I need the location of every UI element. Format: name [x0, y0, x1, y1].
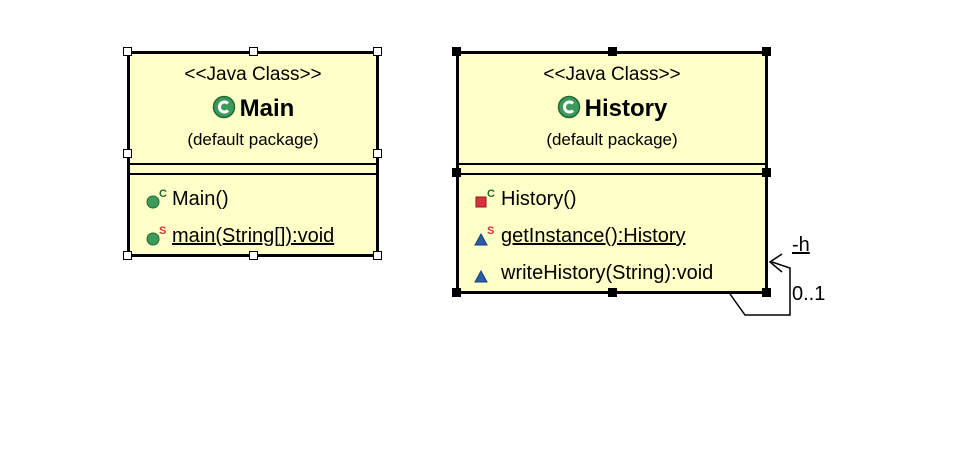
operation-label: main(String[]):void — [172, 225, 335, 247]
operations-list: C History() S getInstance():History writ… — [459, 175, 765, 292]
resize-handle[interactable] — [249, 251, 258, 260]
class-header: <<Java Class>> Main (default package) — [130, 54, 376, 163]
association-role[interactable]: -h — [792, 234, 810, 256]
resize-handle[interactable] — [123, 149, 132, 158]
class-c-icon — [557, 95, 581, 124]
operation-static-method[interactable]: S main(String[]):void — [130, 218, 376, 255]
resize-handle[interactable] — [249, 47, 258, 56]
association-arrowhead — [768, 253, 783, 273]
svg-text:S: S — [159, 225, 166, 237]
stereotype: <<Java Class>> — [543, 64, 681, 85]
operation-label: writeHistory(String):void — [501, 262, 714, 284]
package-label: (default package) — [187, 130, 319, 149]
svg-text:S: S — [487, 225, 494, 237]
package-label: (default package) — [546, 130, 678, 149]
resize-handle[interactable] — [452, 47, 461, 56]
class-header: <<Java Class>> History (default package) — [459, 54, 765, 163]
attributes-divider — [130, 163, 376, 165]
private-constructor-icon: C — [473, 186, 501, 214]
operation-label: Main() — [172, 188, 229, 210]
stereotype: <<Java Class>> — [184, 64, 322, 85]
package-static-method-icon: S — [473, 223, 501, 251]
resize-handle[interactable] — [373, 47, 382, 56]
resize-handle[interactable] — [608, 47, 617, 56]
operation-static-method[interactable]: S getInstance():History — [459, 218, 765, 255]
resize-handle[interactable] — [762, 168, 771, 177]
association-line — [729, 261, 791, 316]
operations-divider — [130, 173, 376, 175]
resize-handle[interactable] — [762, 47, 771, 56]
class-c-icon — [212, 95, 236, 124]
operation-method[interactable]: writeHistory(String):void — [459, 255, 765, 292]
resize-handle[interactable] — [123, 251, 132, 260]
resize-handle[interactable] — [608, 288, 617, 297]
svg-text:C: C — [159, 188, 167, 200]
operation-constructor[interactable]: C Main() — [130, 181, 376, 218]
attributes-divider — [459, 163, 765, 165]
resize-handle[interactable] — [373, 149, 382, 158]
class-main[interactable]: <<Java Class>> Main (default package) C … — [127, 51, 379, 257]
operations-divider — [459, 173, 765, 175]
svg-text:C: C — [487, 188, 495, 200]
public-constructor-icon: C — [144, 186, 172, 214]
package-method-icon — [473, 260, 501, 288]
resize-handle[interactable] — [123, 47, 132, 56]
public-static-method-icon: S — [144, 223, 172, 251]
association-multiplicity: 0..1 — [792, 283, 826, 305]
resize-handle[interactable] — [373, 251, 382, 260]
resize-handle[interactable] — [762, 288, 771, 297]
resize-handle[interactable] — [452, 168, 461, 177]
operation-constructor[interactable]: C History() — [459, 181, 765, 218]
resize-handle[interactable] — [452, 288, 461, 297]
class-history[interactable]: <<Java Class>> History (default package)… — [456, 51, 768, 294]
class-name: Main — [239, 95, 295, 122]
operations-list: C Main() S main(String[]):void — [130, 175, 376, 255]
class-name: History — [584, 95, 668, 122]
operation-label: getInstance():History — [501, 225, 686, 247]
operation-label: History() — [501, 188, 577, 210]
